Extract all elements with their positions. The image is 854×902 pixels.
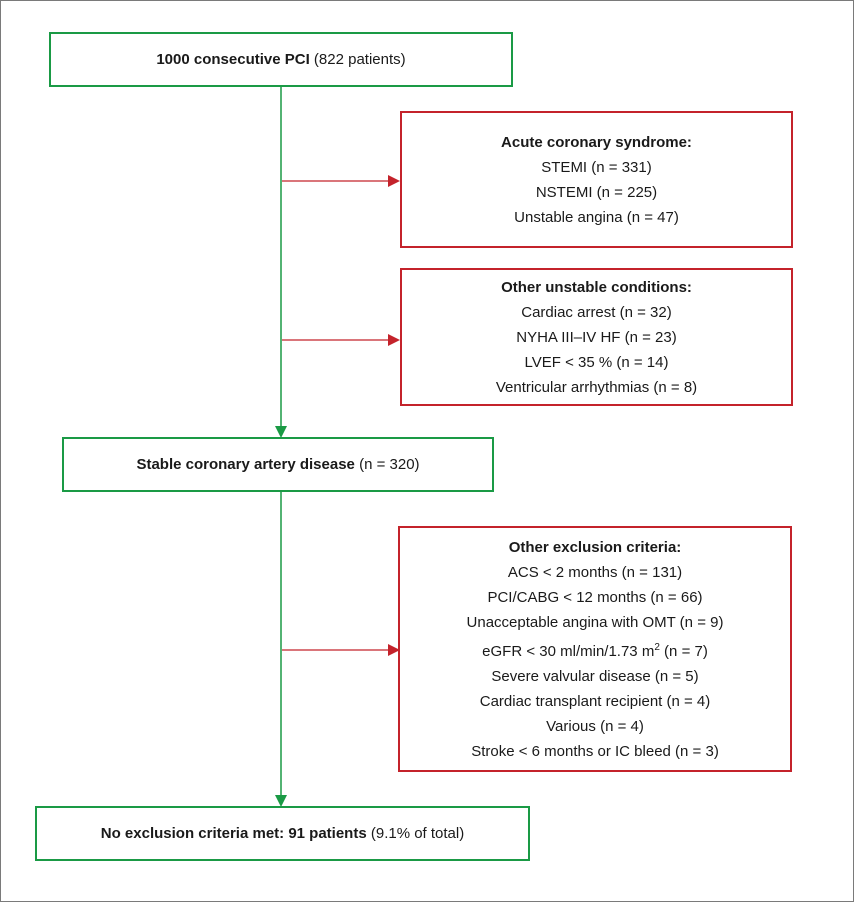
exclusion-box: Other exclusion criteria: ACS < 2 months… <box>398 526 792 772</box>
final-box: No exclusion criteria met: 91 patients (… <box>35 806 530 861</box>
exclusion-item-egfr: eGFR < 30 ml/min/1.73 m2 (n = 7) <box>482 635 708 664</box>
start-count: (822 patients) <box>309 51 406 68</box>
acs-title: Acute coronary syndrome: <box>501 133 692 151</box>
start-bold: 1000 consecutive PCI <box>156 51 310 68</box>
start-box: 1000 consecutive PCI (822 patients) <box>49 32 513 87</box>
unstable-item: Ventricular arrhythmias (n = 8) <box>495 378 698 396</box>
acs-item: Unstable angina (n = 47) <box>514 208 679 226</box>
unstable-item: NYHA III–IV HF (n = 23) <box>516 328 677 346</box>
stable-box: Stable coronary artery disease (n = 320) <box>62 437 494 492</box>
exclusion-item: Severe valvular disease (n = 5) <box>491 667 699 685</box>
egfr-text: eGFR < 30 ml/min/1.73 m <box>482 642 655 660</box>
egfr-count: (n = 7) <box>659 642 708 660</box>
unstable-item: LVEF < 35 % (n = 14) <box>524 353 669 371</box>
exclusion-title: Other exclusion criteria: <box>508 538 682 556</box>
unstable-box: Other unstable conditions: Cardiac arres… <box>400 268 793 406</box>
unstable-title: Other unstable conditions: <box>501 278 692 296</box>
final-bold: No exclusion criteria met: 91 patients <box>100 825 367 842</box>
egfr-superscript: 2 <box>654 641 660 653</box>
final-label: No exclusion criteria met: 91 patients (… <box>101 825 464 842</box>
exclusion-item: ACS < 2 months (n = 131) <box>507 563 683 581</box>
exclusion-item: PCI/CABG < 12 months (n = 66) <box>487 588 703 606</box>
stable-bold: Stable coronary artery disease <box>136 456 355 473</box>
stable-label: Stable coronary artery disease (n = 320) <box>136 456 419 473</box>
final-percent: (9.1% of total) <box>366 825 465 842</box>
exclusion-item: Unacceptable angina with OMT (n = 9) <box>466 613 724 631</box>
exclusion-item: Stroke < 6 months or IC bleed (n = 3) <box>471 742 719 760</box>
acs-box: Acute coronary syndrome: STEMI (n = 331)… <box>400 111 793 248</box>
start-label: 1000 consecutive PCI (822 patients) <box>156 51 405 68</box>
exclusion-item: Cardiac transplant recipient (n = 4) <box>479 692 711 710</box>
stable-count: (n = 320) <box>354 456 420 473</box>
exclusion-item: Various (n = 4) <box>546 717 644 735</box>
unstable-item: Cardiac arrest (n = 32) <box>521 303 672 321</box>
acs-item: STEMI (n = 331) <box>541 158 652 176</box>
acs-item: NSTEMI (n = 225) <box>535 183 658 201</box>
